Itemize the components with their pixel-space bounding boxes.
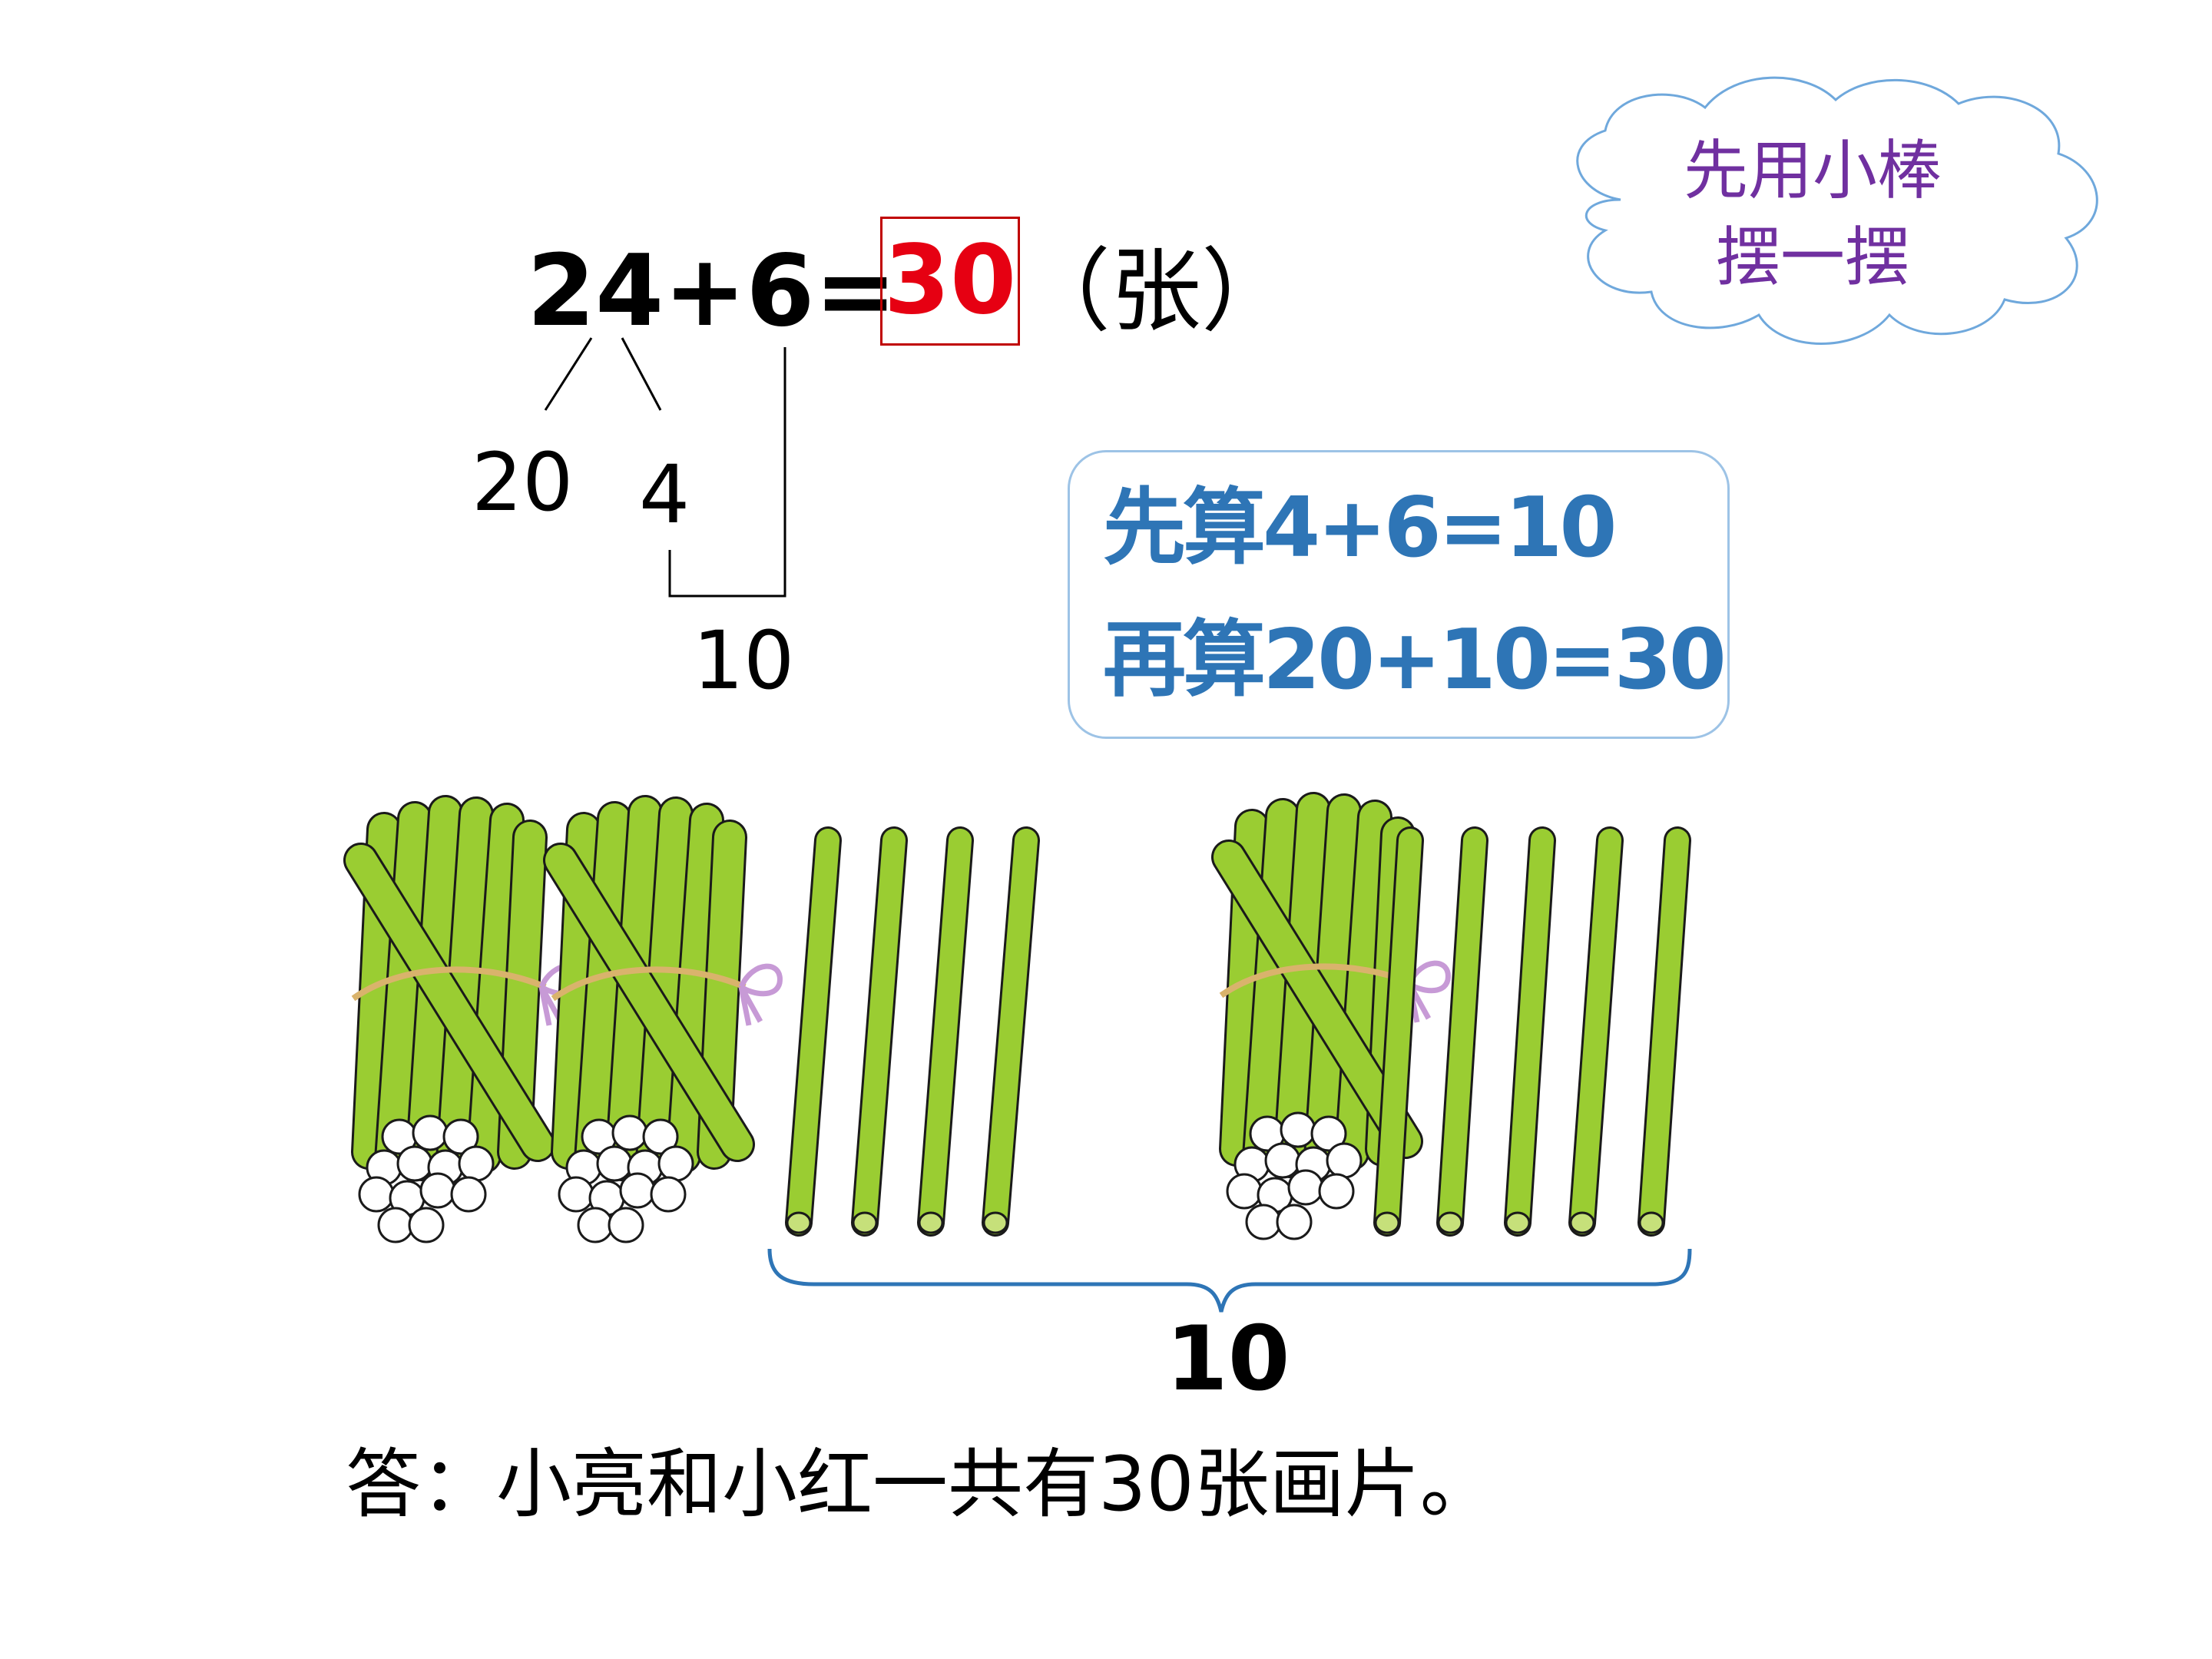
loose-stick-left-3 bbox=[917, 826, 974, 1237]
answer-box: 30 bbox=[880, 217, 1020, 346]
cloud-shape bbox=[1576, 76, 2098, 345]
equation-expression: 24+6= bbox=[527, 234, 897, 349]
loose-stick-left-2 bbox=[851, 826, 908, 1237]
unit-label: （张） bbox=[1020, 238, 1293, 344]
loose-stick-right-2 bbox=[1436, 826, 1488, 1237]
loose-stick-left-4 bbox=[982, 826, 1040, 1237]
bracket-brace bbox=[767, 1248, 1692, 1313]
split-left-number: 20 bbox=[472, 435, 574, 529]
partial-sum-number: 10 bbox=[693, 614, 795, 707]
cloud-line-1: 先用小棒 bbox=[1683, 133, 1942, 208]
stick-bundle-3 bbox=[1211, 792, 1451, 1240]
answer-sentence: 答：小亮和小红一共有30张画片。 bbox=[346, 1441, 1495, 1528]
loose-stick-right-5 bbox=[1637, 826, 1691, 1237]
cloud-line-2: 摆一摆 bbox=[1715, 220, 1909, 296]
hint-line-2: 再算20+10=30 bbox=[1103, 612, 1727, 708]
loose-stick-left-1 bbox=[785, 826, 842, 1237]
hint-box bbox=[1068, 450, 1730, 739]
loose-stick-right-3 bbox=[1504, 826, 1556, 1237]
loose-stick-right-4 bbox=[1568, 826, 1624, 1237]
stick-bundle-1 bbox=[343, 795, 583, 1243]
split-right-number: 4 bbox=[639, 448, 690, 541]
cloud-text: 先用小棒 摆一摆 bbox=[1628, 127, 1997, 302]
hint-line-1: 先算4+6=10 bbox=[1103, 480, 1618, 576]
bracket-label: 10 bbox=[1166, 1307, 1290, 1411]
loose-stick-right-1 bbox=[1373, 826, 1424, 1237]
stick-bundle-2 bbox=[543, 795, 783, 1243]
